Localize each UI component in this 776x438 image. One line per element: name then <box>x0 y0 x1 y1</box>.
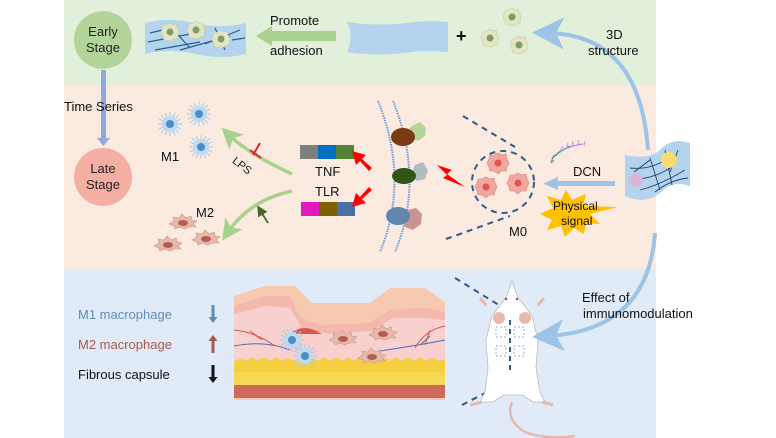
physical-signal-burst <box>540 190 618 237</box>
physical-label: Physical <box>553 199 598 213</box>
dcn-label: DCN <box>573 164 602 179</box>
free-cells-icon <box>480 7 529 55</box>
tnf-segment <box>336 145 354 159</box>
promotion-small-arrow <box>257 205 269 224</box>
tlr-segment <box>337 202 355 216</box>
to-m2-arrow <box>222 189 293 241</box>
lps-inhibition-icon <box>249 142 262 159</box>
tnf-segment <box>300 145 318 159</box>
legend-arrow-down <box>208 365 218 383</box>
time-series-label: Time Series <box>64 99 133 114</box>
mouse-icon <box>469 279 576 438</box>
late-stage-circle <box>74 148 132 206</box>
tlr-segment <box>319 202 337 216</box>
adhesion-label: adhesion <box>270 43 323 58</box>
m0-macrophages-icon <box>474 152 530 199</box>
tlr-label: TLR <box>315 184 340 199</box>
immunomodulation-label: immunomodulation <box>583 306 693 321</box>
skin-cross-section-icon <box>233 286 446 400</box>
m1-label: M1 <box>161 149 180 164</box>
early-stage-circle <box>74 11 132 69</box>
lightning-signal-icon <box>437 165 465 187</box>
effect-of-label: Effect of <box>582 290 630 305</box>
tnf-segment <box>318 145 336 159</box>
legend-m2-macrophage: M2 macrophage <box>78 337 172 352</box>
dcn-molecule-icon <box>550 139 586 164</box>
m2-label: M2 <box>196 205 215 220</box>
time-series-arrow <box>97 70 110 146</box>
tlr-segment <box>301 202 319 216</box>
tnf-label: TNF <box>315 164 341 179</box>
m0-zoom-dashes <box>445 115 535 240</box>
promote-label: Promote <box>270 13 320 28</box>
membrane-receptors-icon <box>386 122 428 230</box>
legend-arrow-down <box>208 305 218 323</box>
m0-label: M0 <box>509 224 528 239</box>
dcn-arrow <box>543 177 615 190</box>
legend-arrows <box>208 305 218 383</box>
legend-m1-macrophage: M1 macrophage <box>78 307 172 322</box>
tnf-receptor-bar <box>300 145 354 159</box>
blank-scaffold-icon <box>347 21 448 55</box>
plus-sign: + <box>456 26 467 46</box>
red-signal-arrows <box>352 151 372 207</box>
signal-label: signal <box>561 214 593 228</box>
promote-adhesion-arrow <box>256 26 336 46</box>
legend-arrow-up <box>208 335 218 353</box>
scaffold-with-cells-icon <box>145 20 246 57</box>
3d-label: 3D <box>606 27 623 42</box>
structure-label: structure <box>588 43 639 58</box>
3d-structure-arrow <box>532 17 650 151</box>
tlr-receptor-bar <box>301 202 355 216</box>
hydrogel-scaffold-icon <box>625 141 690 200</box>
immunomodulation-arrow <box>532 232 657 352</box>
legend-fibrous-capsule: Fibrous capsule <box>78 367 170 382</box>
